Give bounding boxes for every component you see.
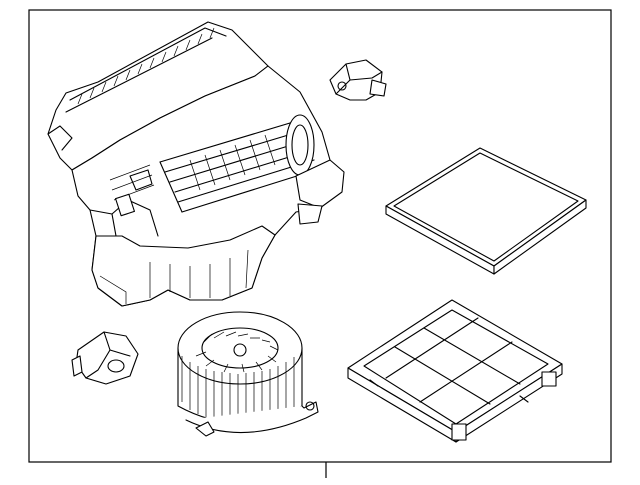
cabin-air-filter bbox=[385, 147, 587, 275]
filter-holder-frame bbox=[347, 299, 563, 443]
diagram-frame bbox=[28, 9, 612, 463]
blower-motor-wheel bbox=[177, 311, 319, 437]
blower-resistor bbox=[329, 59, 387, 101]
heater-blower-case-assembly bbox=[47, 21, 345, 307]
motor-connector bbox=[71, 331, 139, 385]
